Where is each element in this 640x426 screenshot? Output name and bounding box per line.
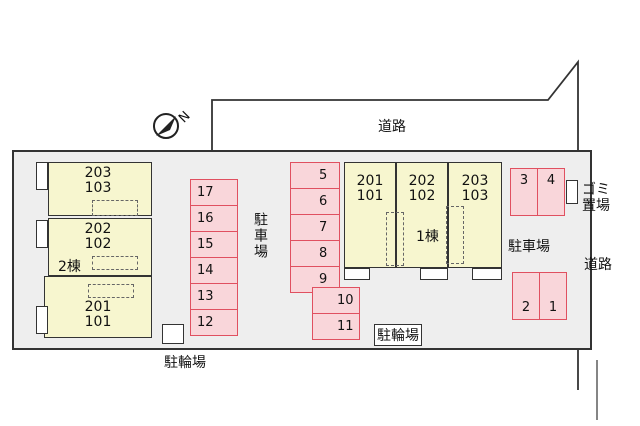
building-2-stub: [36, 220, 48, 248]
building-2-stair: [88, 284, 134, 298]
parking-space: 12: [190, 309, 238, 336]
building-1-stair: [446, 206, 464, 264]
parking-right-top: 3 4: [510, 168, 565, 216]
building-2-stair: [92, 200, 138, 216]
parking-space: 13: [190, 283, 238, 310]
parking-right-bottom: 2 1: [512, 272, 567, 320]
parking-label-right: 駐車場: [508, 239, 550, 255]
building-2-unit-bottom: [44, 276, 152, 338]
road-label-top: 道路: [378, 119, 406, 135]
parking-space: 11: [312, 313, 360, 340]
parking-column-middle: 5 6 7 8 9: [290, 162, 340, 293]
building-2-unit-middle: [48, 218, 152, 276]
building-1-name: 1棟: [416, 229, 439, 245]
building-1-stub: [420, 268, 448, 280]
bike-parking-label-center: 駐輪場: [374, 324, 422, 346]
building-1-stub: [344, 268, 370, 280]
parking-space: 15: [190, 231, 238, 258]
bike-parking-area: [162, 324, 184, 344]
building-1-stair: [386, 212, 404, 266]
parking-column-left: 17 16 15 14 13 12: [190, 179, 238, 336]
parking-space: 8: [290, 240, 340, 267]
building-2-unit-top: [48, 162, 152, 216]
road-label-right: 道路: [584, 257, 612, 273]
building-1-unit-2: [396, 162, 448, 268]
parking-space: 5: [290, 162, 340, 189]
parking-space: 1: [539, 272, 567, 320]
parking-space: 3: [510, 168, 538, 216]
parking-space: 10: [312, 287, 360, 314]
building-2-stair: [92, 256, 138, 270]
parking-space: 4: [537, 168, 565, 216]
building-1-stub: [472, 268, 502, 280]
parking-space: 17: [190, 179, 238, 206]
building-2-stub: [36, 306, 48, 334]
parking-space: 2: [512, 272, 540, 320]
bike-parking-label-bottom: 駐輪場: [164, 355, 206, 371]
parking-middle-bottom: 10 11: [312, 287, 360, 340]
compass-north-icon: [153, 113, 179, 139]
parking-space: 6: [290, 188, 340, 215]
parking-label-center: 駐車場: [252, 212, 268, 260]
garbage-label: ゴミ置場: [582, 182, 610, 214]
building-1-unit-1: [344, 162, 396, 268]
parking-space: 14: [190, 257, 238, 284]
building-2-name: 2棟: [58, 259, 81, 275]
garbage-area: [566, 180, 578, 204]
parking-space: 7: [290, 214, 340, 241]
building-1-unit-3: [448, 162, 502, 268]
parking-space: 16: [190, 205, 238, 232]
building-2-stub: [36, 162, 48, 190]
